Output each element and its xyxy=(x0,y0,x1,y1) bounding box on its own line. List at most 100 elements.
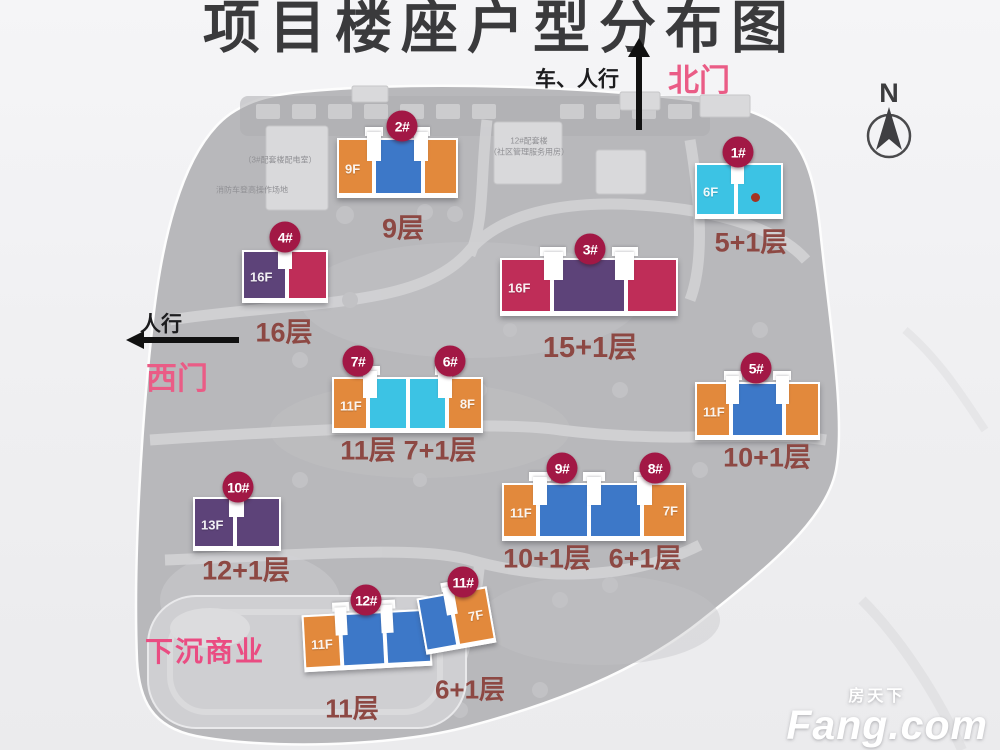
compass-letter: N xyxy=(879,78,899,108)
building-badge-7[interactable]: 7# xyxy=(342,345,374,377)
page-title: 项目楼座户型分布图 xyxy=(203,0,797,60)
building-section-blue xyxy=(375,140,422,193)
building-section-orange xyxy=(425,140,456,193)
storey-label: 11层 xyxy=(340,435,396,466)
building-badge-9[interactable]: 9# xyxy=(546,452,578,484)
building-section-blue xyxy=(539,485,587,536)
building-section-purple xyxy=(237,499,279,546)
stair-core xyxy=(586,477,602,506)
stair-core xyxy=(364,127,384,136)
building-12[interactable]: 11F xyxy=(301,599,433,673)
stair-core xyxy=(775,376,789,405)
floor-count-tag: 11F xyxy=(340,398,362,414)
west-arrow-line xyxy=(143,337,239,343)
building-badge-1[interactable]: 1# xyxy=(722,136,754,168)
stair-core xyxy=(611,247,638,256)
building-section-cyan xyxy=(697,165,734,214)
building-2[interactable]: 9F xyxy=(337,127,458,198)
floor-count-tag: 6F xyxy=(703,184,719,200)
storey-label: 7+1层 xyxy=(403,435,477,466)
watermark-en: Fang.com xyxy=(786,702,988,748)
storey-label: 9层 xyxy=(381,213,425,244)
building-section-crimson xyxy=(288,252,326,298)
storey-label: 6+1层 xyxy=(608,543,682,574)
building-5[interactable]: 11F xyxy=(695,371,820,440)
building-badge-10[interactable]: 10# xyxy=(222,471,254,503)
sunken-commercial-label: 下沉商业 xyxy=(145,636,266,667)
faint-site-label: 12#配套楼 xyxy=(510,136,548,146)
building-section-orange xyxy=(504,485,536,536)
watermark-cn: 房天下 xyxy=(848,688,906,705)
building-badge-11[interactable]: 11# xyxy=(447,566,479,598)
building-badge-6[interactable]: 6# xyxy=(434,345,466,377)
storey-label: 11层 xyxy=(325,693,379,724)
stair-core xyxy=(583,472,605,481)
building-badge-2[interactable]: 2# xyxy=(386,110,418,142)
north-gate-flow-label: 车、人行 xyxy=(535,68,619,91)
building-section-orange xyxy=(786,384,818,435)
faint-site-label: （3#配套楼配电室） xyxy=(243,155,317,165)
red-dot-marker xyxy=(750,193,760,203)
building-section-orange xyxy=(448,379,481,428)
storey-label: 10+1层 xyxy=(503,543,591,574)
building-10[interactable]: 13F xyxy=(193,486,281,551)
building-badge-5[interactable]: 5# xyxy=(740,352,772,384)
faint-site-label: （社区管理服务用房） xyxy=(489,147,569,157)
building-11[interactable]: 7F xyxy=(416,580,497,655)
storey-label: 10+1层 xyxy=(723,442,811,473)
building-section-blue xyxy=(732,384,783,435)
west-gate-flow-label: 人行 xyxy=(140,313,182,336)
building-badge-12[interactable]: 12# xyxy=(350,584,382,616)
building-section-purple xyxy=(554,260,624,311)
floor-count-tag: 11F xyxy=(703,404,725,420)
stair-core xyxy=(540,247,567,256)
north-arrow-line xyxy=(636,56,642,130)
building-section-cyan xyxy=(737,165,781,214)
floor-count-tag: 11F xyxy=(510,505,532,521)
building-section-purple xyxy=(244,252,285,298)
storey-label: 15+1层 xyxy=(542,332,638,364)
building-section-purple xyxy=(195,499,234,546)
floor-count-tag: 11F xyxy=(310,635,334,652)
building-badge-3[interactable]: 3# xyxy=(574,233,606,265)
stair-core xyxy=(413,132,428,162)
building-section-orange xyxy=(697,384,729,435)
building-badge-4[interactable]: 4# xyxy=(269,221,301,253)
watermark: 房天下 Fang.com xyxy=(786,689,988,746)
stair-core xyxy=(532,477,548,506)
storey-label: 16层 xyxy=(255,317,313,348)
stair-core xyxy=(723,371,742,380)
stair-core xyxy=(438,371,452,398)
building-section-crimson xyxy=(502,260,551,311)
floor-count-tag: 7F xyxy=(467,606,485,625)
stair-core xyxy=(529,472,551,481)
north-arrow-icon xyxy=(628,38,650,57)
stair-core xyxy=(773,371,792,380)
building-badge-8[interactable]: 8# xyxy=(639,452,671,484)
building-3[interactable]: 16F xyxy=(500,247,678,316)
north-gate-label: 北门 xyxy=(668,63,730,98)
building-98[interactable]: 11F 7F xyxy=(502,472,686,541)
stair-core xyxy=(363,371,377,398)
stair-core xyxy=(367,132,382,162)
building-section-orange xyxy=(334,379,367,428)
stair-core xyxy=(615,252,635,281)
floor-count-tag: 13F xyxy=(201,517,224,533)
building-4[interactable]: 16F xyxy=(242,239,328,303)
floor-count-tag: 7F xyxy=(662,503,678,518)
compass-icon: N xyxy=(866,78,912,159)
storey-label: 12+1层 xyxy=(202,555,290,586)
stair-core xyxy=(334,607,349,636)
building-1[interactable]: 6F xyxy=(695,152,783,219)
floor-count-tag: 9F xyxy=(345,161,361,177)
stair-core xyxy=(637,477,652,506)
west-arrow-icon xyxy=(126,331,144,349)
building-section-crimson xyxy=(627,260,676,311)
stair-core xyxy=(411,127,431,136)
west-gate-label: 西门 xyxy=(146,361,208,396)
storey-label: 5+1层 xyxy=(714,227,788,258)
floor-count-tag: 16F xyxy=(508,280,531,296)
storey-label: 6+1层 xyxy=(434,674,506,705)
